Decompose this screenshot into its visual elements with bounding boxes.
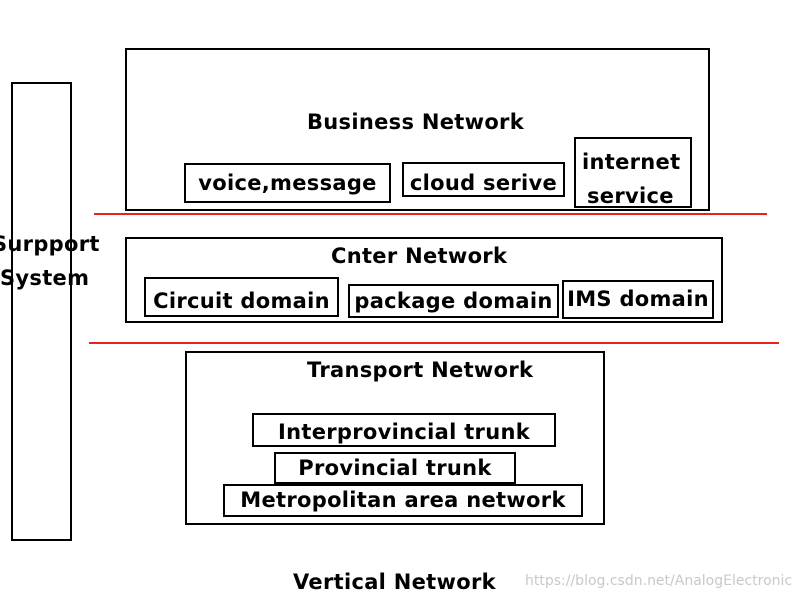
separator-line-bottom [89,342,779,344]
vertical-network-label: Vertical Network [293,570,496,594]
center-item-package-domain: package domain [348,284,559,318]
center-network-title: Cnter Network [331,244,508,268]
center-item-ims-domain: IMS domain [562,280,714,319]
business-item-internet-line2: service [587,184,674,208]
transport-network-title: Transport Network [307,358,534,382]
business-item-internet-service [574,137,692,208]
separator-line-top [94,213,767,215]
center-item-circuit-domain: Circuit domain [144,277,339,317]
business-item-cloud-service: cloud serive [402,162,565,197]
support-system-box [11,82,72,541]
transport-item-provincial-trunk: Provincial trunk [274,452,516,484]
watermark-url: https://blog.csdn.net/AnalogElectronic [525,573,793,589]
business-network-title: Business Network [307,110,524,134]
transport-item-metropolitan-area-network: Metropolitan area network [223,484,583,517]
business-item-voice-message: voice,message [184,163,391,203]
business-item-internet-line1: internet [582,150,681,174]
transport-item-interprovincial-trunk: Interprovincial trunk [252,413,556,447]
support-system-label-line1: Surpport [0,232,100,256]
support-system-label-line2: System [0,266,90,290]
